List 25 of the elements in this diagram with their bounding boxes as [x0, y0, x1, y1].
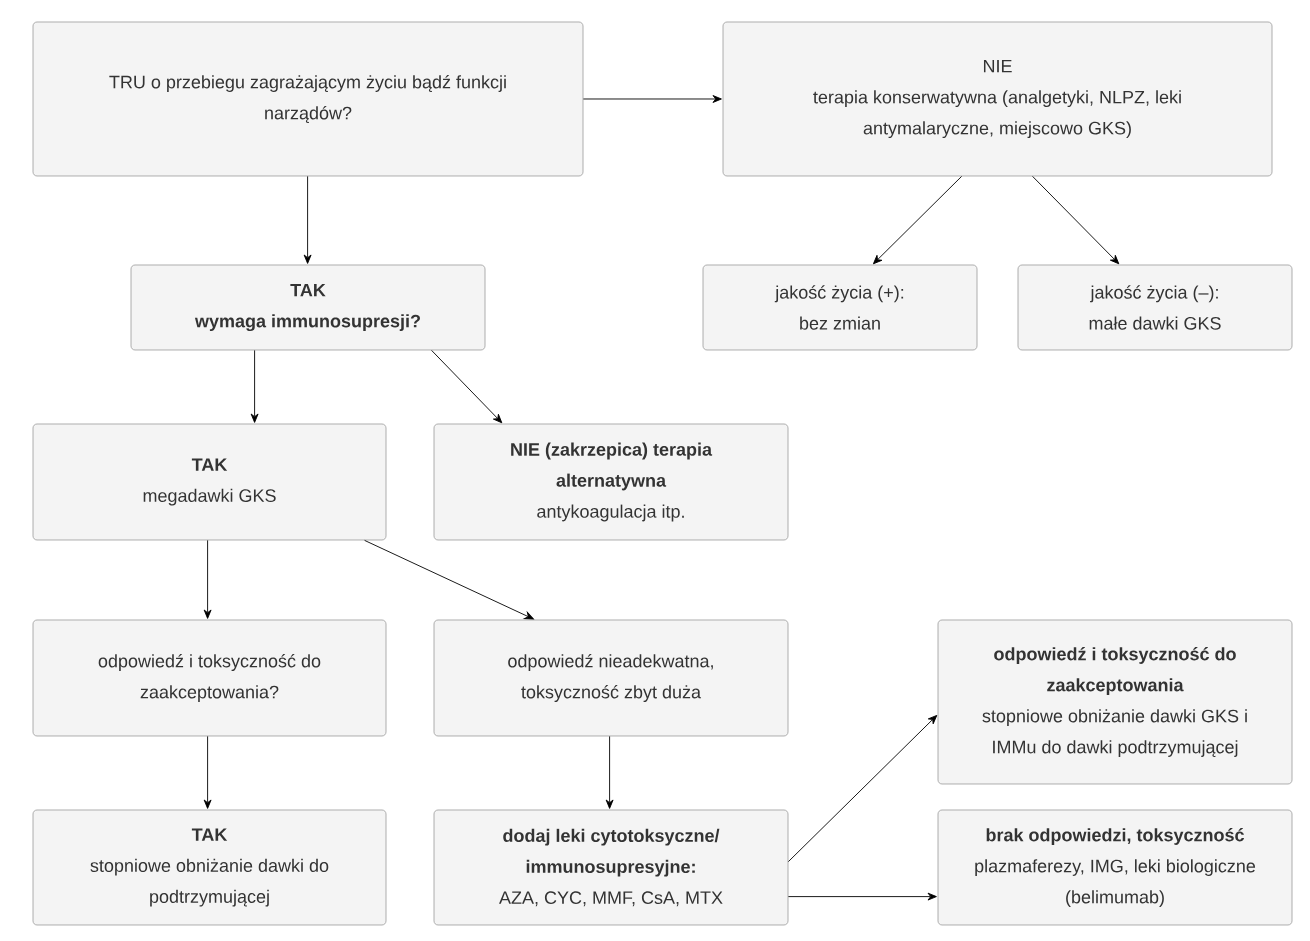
arrow: [1032, 175, 1120, 265]
arrow: [250, 349, 259, 423]
process-box: TAK megadawki GKS: [32, 423, 387, 541]
arrow: [873, 175, 963, 265]
arrow: [431, 349, 503, 424]
arrow: [787, 892, 937, 901]
arrow: [364, 539, 534, 620]
process-box: dodaj leki cytotoksyczne/ immunosupresyjne: AZA, CYC, MMF, CsA, MTX: [433, 809, 789, 926]
process-box: odpowiedź i toksyczność do zaakceptowania?: [32, 619, 387, 737]
process-box: odpowiedź nieadekwatna, toksyczność zbyt duża: [433, 619, 789, 737]
process-box: NIE (zakrzepica) terapia alternatywna antykoagulacja itp.: [433, 423, 789, 541]
arrow: [203, 735, 212, 809]
arrow: [605, 735, 614, 809]
process-box: TRU o przebiegu zagrażającym życiu bądź funkcji narządów?: [32, 21, 584, 177]
process-box: NIE terapia konserwatywna (analgetyki, NLPZ, leki antymalaryczne, miejscowo GKS): [722, 21, 1273, 177]
process-box: jakość życia (–): małe dawki GKS: [1017, 264, 1293, 351]
arrow: [203, 539, 212, 619]
process-box: TAK stopniowe obniżanie dawki do podtrzymującej: [32, 809, 387, 926]
arrow: [582, 95, 722, 103]
process-box: jakość życia (+): bez zmian: [702, 264, 978, 351]
arrow: [787, 714, 938, 863]
process-box: TAK wymaga immunosupresji?: [130, 264, 486, 351]
process-box: odpowiedź i toksyczność do zaakceptowania stopniowe obniżanie dawki GKS i IMMu do dawki podtrzymującej: [937, 619, 1293, 785]
process-box: brak odpowiedzi, toksyczność plazmaferezy, IMG, leki biologiczne (belimumab): [937, 809, 1293, 926]
arrow: [303, 175, 312, 264]
